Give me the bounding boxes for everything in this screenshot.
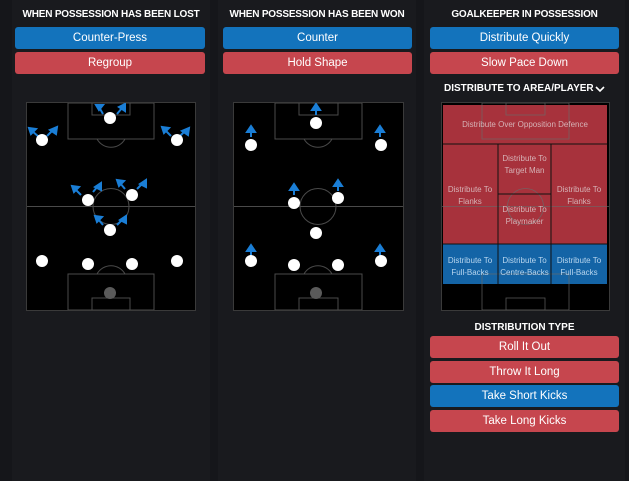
zone-label-flanks-right-line2: Flanks [567,197,591,206]
zone-fullbacks-left[interactable] [443,244,498,284]
zone-flanks-left[interactable] [443,144,498,244]
regroup-button[interactable]: Regroup [15,52,205,74]
possession-lost-pitch-graphic [27,103,195,310]
movement-arrow-icon [27,103,191,226]
take-long-kicks-button[interactable]: Take Long Kicks [430,410,619,432]
distribution-pitch-graphic: Distribute Over Opposition Defence Distr… [442,103,609,310]
zone-opposition-defence[interactable] [443,105,607,144]
possession-won-pitch-graphic [234,103,403,310]
throw-it-long-button[interactable]: Throw It Long [430,361,619,383]
possession-lost-pitch [26,102,196,311]
possession-lost-title: WHEN POSSESSION HAS BEEN LOST [22,9,200,20]
zone-label-fullbacks-left-line2: Full-Backs [451,268,488,277]
possession-won-panel: WHEN POSSESSION HAS BEEN WON Counter Hol… [218,0,416,481]
zone-label-flanks-left-line2: Flanks [458,197,482,206]
chevron-down-icon[interactable] [595,85,605,93]
goalkeeper-marker-icon [310,287,322,299]
zone-label-centrebacks-line1: Distribute To [502,256,547,265]
zone-label-fullbacks-right-line2: Full-Backs [560,268,597,277]
zone-fullbacks-right[interactable] [551,244,607,284]
zone-flanks-right[interactable] [551,144,607,244]
zone-label-target-man-line1: Distribute To [502,154,547,163]
goalkeeper-marker-icon [104,287,116,299]
goalkeeper-title: GOALKEEPER IN POSSESSION [451,9,598,20]
zone-label-opposition-defence: Distribute Over Opposition Defence [462,120,588,129]
player-marker-icon [245,117,387,271]
possession-lost-panel: WHEN POSSESSION HAS BEEN LOST Counter-Pr… [12,0,210,481]
counter-button[interactable]: Counter [223,27,412,49]
zone-target-man[interactable] [498,144,551,194]
zone-label-centrebacks-line2: Centre-Backs [500,268,548,277]
distribution-pitch: Distribute Over Opposition Defence Distr… [441,102,610,311]
distribution-type-heading: DISTRIBUTION TYPE [474,322,575,333]
movement-arrow-icon [245,103,386,256]
goalkeeper-panel: GOALKEEPER IN POSSESSION Distribute Quic… [424,0,625,481]
roll-it-out-button[interactable]: Roll It Out [430,336,619,358]
zone-label-fullbacks-left-line1: Distribute To [448,256,493,265]
zone-label-playmaker-line2: Playmaker [506,217,544,226]
zone-label-flanks-right-line1: Distribute To [557,185,602,194]
zone-label-playmaker-line1: Distribute To [502,205,547,214]
possession-won-pitch [233,102,404,311]
distribute-to-area-heading: DISTRIBUTE TO AREA/PLAYER [444,83,594,94]
zone-label-flanks-left-line1: Distribute To [448,185,493,194]
possession-won-title: WHEN POSSESSION HAS BEEN WON [229,9,405,20]
zone-centrebacks[interactable] [498,244,551,284]
hold-shape-button[interactable]: Hold Shape [223,52,412,74]
slow-pace-down-button[interactable]: Slow Pace Down [430,52,619,74]
counter-press-button[interactable]: Counter-Press [15,27,205,49]
distribute-quickly-button[interactable]: Distribute Quickly [430,27,619,49]
player-marker-icon [36,112,183,270]
zone-label-target-man-line2: Target Man [504,166,544,175]
zone-label-fullbacks-right-line1: Distribute To [557,256,602,265]
take-short-kicks-button[interactable]: Take Short Kicks [430,385,619,407]
zone-playmaker[interactable] [498,194,551,244]
